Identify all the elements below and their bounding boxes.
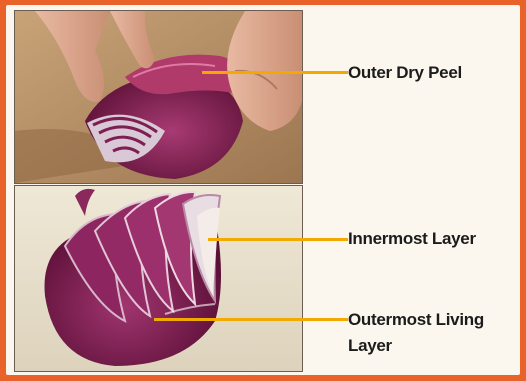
label-innermost-layer: Innermost Layer: [348, 227, 476, 250]
leader-line-outermost-living-layer: [154, 318, 348, 321]
leader-line-outer-dry-peel: [202, 71, 348, 74]
photo-peeling-onion: [14, 10, 303, 184]
label-outermost-living-layer-line1: Outermost Living: [348, 308, 484, 331]
onion-layers-illustration: [15, 186, 302, 371]
peeling-onion-illustration: [15, 11, 302, 183]
label-outer-dry-peel: Outer Dry Peel: [348, 61, 462, 84]
diagram-panel: Outer Dry Peel Innermost Layer Outermost…: [6, 5, 520, 375]
leader-line-innermost-layer: [208, 238, 348, 241]
photo-onion-layers: [14, 185, 303, 372]
label-outermost-living-layer-line2: Layer: [348, 334, 392, 357]
